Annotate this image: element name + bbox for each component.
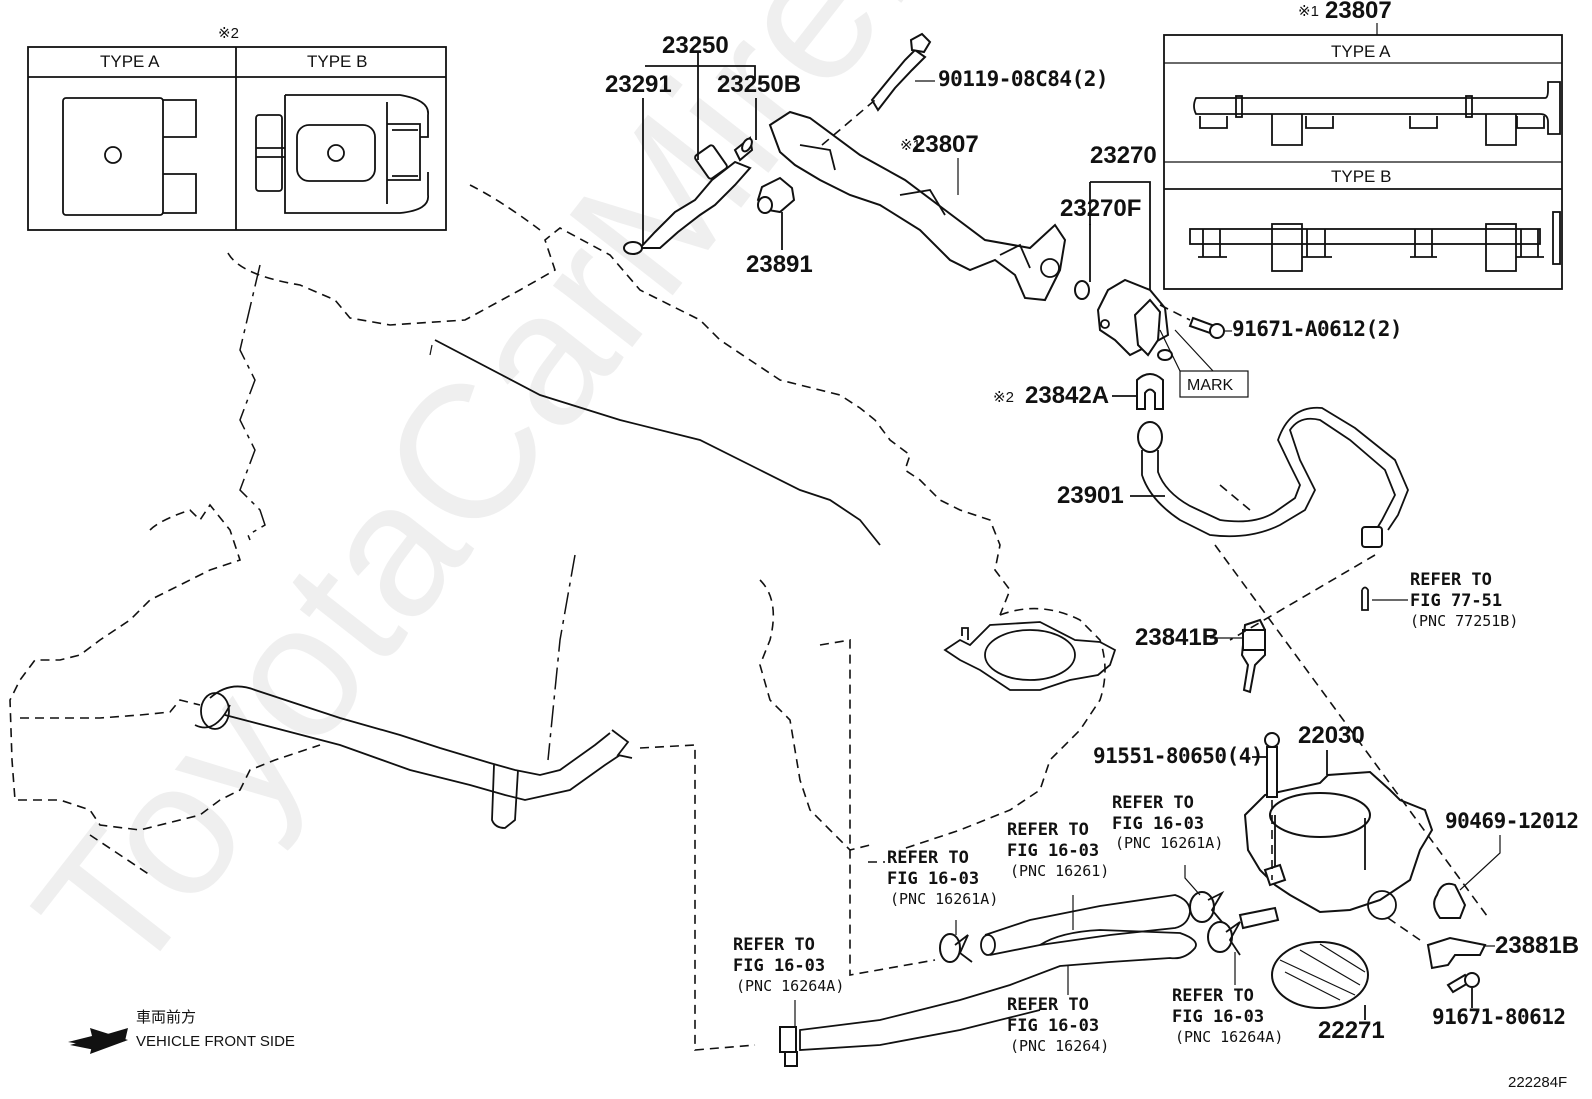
reference-labels: REFER TO FIG 77-51 (PNC 77251B) REFER TO… [733, 570, 1518, 1055]
mark-callout: MARK [1159, 329, 1249, 398]
label-23807-note-marker: ※1 [900, 137, 921, 154]
label-23901[interactable]: 23901 [1057, 482, 1124, 509]
leader-hose-left-to-clip [639, 744, 756, 1051]
inset-pipe-header-type-b: TYPE B [1331, 167, 1391, 186]
ref-16261-line1: REFER TO [1007, 820, 1089, 840]
ref-16261[interactable]: REFER TO FIG 16-03 (PNC 16261) [1007, 820, 1109, 930]
screen-22271-drawing [1271, 941, 1369, 1009]
label-91551-80650[interactable]: 91551-80650(4) [1093, 744, 1264, 768]
label-23807[interactable]: 23807 [912, 131, 979, 158]
screw-91671-a0612-drawing [1159, 304, 1225, 339]
label-23881b[interactable]: 23881B [1495, 932, 1579, 959]
label-23891[interactable]: 23891 [746, 251, 813, 278]
ref-16264-line2: FIG 16-03 [1007, 1016, 1099, 1036]
label-23250b[interactable]: 23250B [717, 71, 801, 98]
pulsation-damper-drawing [1096, 278, 1173, 361]
pipe-type-a-drawing [1193, 81, 1561, 146]
ref-16264a-right-line1: REFER TO [1172, 986, 1254, 1006]
o-ring-23270f [1074, 280, 1090, 300]
vehicle-front-english: VEHICLE FRONT SIDE [136, 1033, 295, 1050]
label-23842a-note-marker: ※2 [993, 389, 1014, 406]
engine-phantom-outline [9, 184, 1106, 876]
ref-16264a-left-line2: FIG 16-03 [733, 956, 825, 976]
ref-77-51-line3: (PNC 77251B) [1410, 612, 1518, 630]
intake-flange-drawing [943, 621, 1117, 691]
screw-91671-80612-drawing [1446, 972, 1480, 994]
label-23270f[interactable]: 23270F [1060, 195, 1141, 222]
inset-delivery-pipe-types: ※1 23807 TYPE A TYPE B [1163, 0, 1563, 290]
label-23842a[interactable]: 23842A [1025, 382, 1109, 409]
label-23270[interactable]: 23270 [1090, 142, 1157, 169]
clip-type-a-drawing [62, 97, 197, 216]
ref-77-51-line2: FIG 77-51 [1410, 591, 1502, 611]
label-23841b[interactable]: 23841B [1135, 624, 1219, 651]
ref-16264-line1: REFER TO [1007, 995, 1089, 1015]
figure-id: 222284F [1508, 1074, 1567, 1091]
ref-16261-line3: (PNC 16261) [1010, 862, 1109, 880]
label-23291[interactable]: 23291 [605, 71, 672, 98]
vehicle-front-japanese: 車両前方 [136, 1009, 196, 1026]
inset-clip-note-marker: ※2 [218, 25, 239, 42]
clamp-23841b-drawing [1240, 618, 1266, 694]
ref-16264a-right-line2: FIG 16-03 [1172, 1007, 1264, 1027]
pipe-type-b-drawing [1189, 211, 1561, 272]
ref-16261a-right-line3: (PNC 16261A) [1115, 834, 1223, 852]
insulator-23891-drawing [756, 176, 796, 214]
bolt-91551-drawing [1264, 732, 1280, 880]
mark-label: MARK [1187, 377, 1234, 394]
leader-flange-to-clip [819, 639, 936, 976]
ref-16264a-right[interactable]: REFER TO FIG 16-03 (PNC 16264A) [1172, 952, 1283, 1046]
label-91671-80612[interactable]: 91671-80612 [1432, 1005, 1566, 1029]
bracket-23881b-drawing [1426, 936, 1487, 970]
clip-90469-drawing [1433, 882, 1467, 919]
clip-23842a-drawing [1136, 373, 1164, 410]
lower-hoses-drawing [779, 890, 1241, 1067]
ref-16261a-right-line1: REFER TO [1112, 793, 1194, 813]
inset-clip-header-type-b: TYPE B [307, 52, 367, 71]
ref-16261a-right-line2: FIG 16-03 [1112, 814, 1204, 834]
delivery-pipe-drawing [768, 110, 1090, 302]
ref-16264-line3: (PNC 16264) [1010, 1037, 1109, 1055]
ref-16264a-left-line1: REFER TO [733, 935, 815, 955]
label-91671-a0612[interactable]: 91671-A0612(2) [1232, 317, 1403, 341]
ref-16261-line2: FIG 16-03 [1007, 841, 1099, 861]
label-22271[interactable]: 22271 [1318, 1017, 1385, 1044]
clip-type-b-drawing [255, 94, 429, 214]
ref-16264a-left-line3: (PNC 16264A) [736, 977, 844, 995]
inset-clip-header-type-a: TYPE A [100, 52, 160, 71]
ref-16264[interactable]: REFER TO FIG 16-03 (PNC 16264) [1007, 965, 1109, 1055]
part-labels: 23250 23291 23250B 90119-08C84(2) ※1 238… [605, 32, 1579, 1044]
inset-pipe-note-marker: ※1 [1298, 3, 1319, 20]
label-23250[interactable]: 23250 [662, 32, 729, 59]
ref-16261a-left-line2: FIG 16-03 [887, 869, 979, 889]
inset-clip-frame [27, 46, 447, 231]
ref-16261a-left-line1: REFER TO [887, 848, 969, 868]
label-90119-08c84[interactable]: 90119-08C84(2) [938, 67, 1109, 91]
ref-77-51-line1: REFER TO [1410, 570, 1492, 590]
inset-pipe-header-type-a: TYPE A [1331, 42, 1391, 61]
ref-16261a-left-line3: (PNC 16261A) [890, 890, 998, 908]
injector-drawing [623, 136, 754, 255]
inset-clip-types: ※2 TYPE A TYPE B [27, 25, 447, 231]
throttle-body-22030-drawing [1238, 770, 1434, 930]
bolt-90119-drawing [821, 32, 932, 146]
ref-16264a-left[interactable]: REFER TO FIG 16-03 (PNC 16264A) [733, 935, 844, 1027]
vehicle-front-indicator: 車両前方 VEHICLE FRONT SIDE [68, 1009, 295, 1054]
ref-16264a-right-line3: (PNC 16264A) [1175, 1028, 1283, 1046]
fuel-hose-23901-drawing [1137, 406, 1409, 548]
label-90469-12012[interactable]: 90469-12012 [1445, 809, 1579, 833]
ref-16261a-right[interactable]: REFER TO FIG 16-03 (PNC 16261A) [1112, 793, 1223, 896]
inset-pipe-part-number: 23807 [1325, 0, 1392, 24]
tube-ref-77-51 [1361, 586, 1369, 611]
ref-77-51[interactable]: REFER TO FIG 77-51 (PNC 77251B) [1372, 570, 1518, 630]
label-22030[interactable]: 22030 [1298, 722, 1365, 749]
ref-16261a-left[interactable]: REFER TO FIG 16-03 (PNC 16261A) [868, 848, 998, 935]
bypass-hose-left-drawing [194, 685, 633, 829]
